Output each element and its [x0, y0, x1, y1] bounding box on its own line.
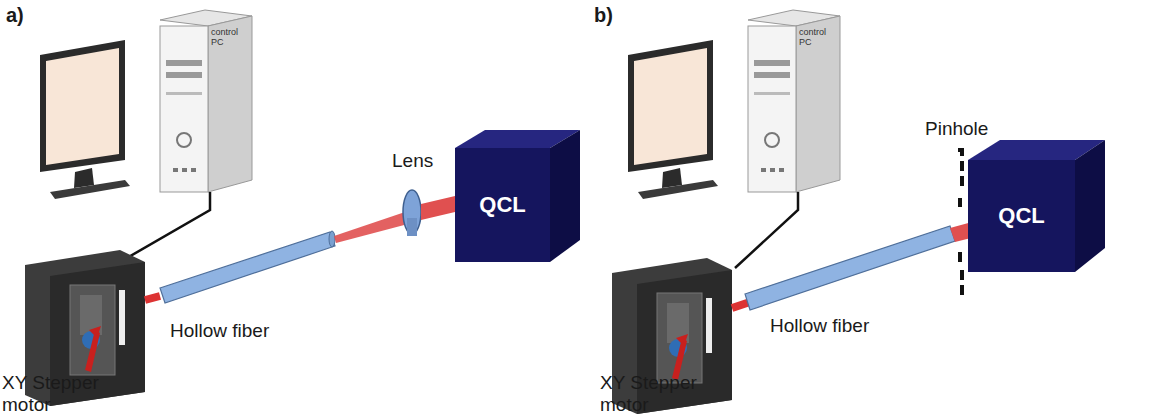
pc-tower: control PC	[211, 28, 253, 48]
laser-box: QCL	[968, 160, 1075, 272]
panel-letter: a)	[6, 4, 24, 27]
part-label: Lens	[392, 150, 433, 172]
pc-tower: control PC	[799, 28, 841, 48]
pc-label: control PC	[799, 28, 841, 48]
part-label: Hollow fiber	[170, 320, 269, 342]
part-label: XY Stepper motor	[600, 372, 712, 416]
panel-letter: b)	[594, 4, 613, 27]
laser-label: QCL	[998, 203, 1044, 229]
pc-label: control PC	[211, 28, 253, 48]
part-label: Hollow fiber	[770, 315, 869, 337]
laser-box: QCL	[455, 148, 550, 262]
laser-label: QCL	[479, 192, 525, 218]
part-label: Pinhole	[925, 118, 988, 140]
part-label: XY Stepper motor	[2, 372, 114, 416]
